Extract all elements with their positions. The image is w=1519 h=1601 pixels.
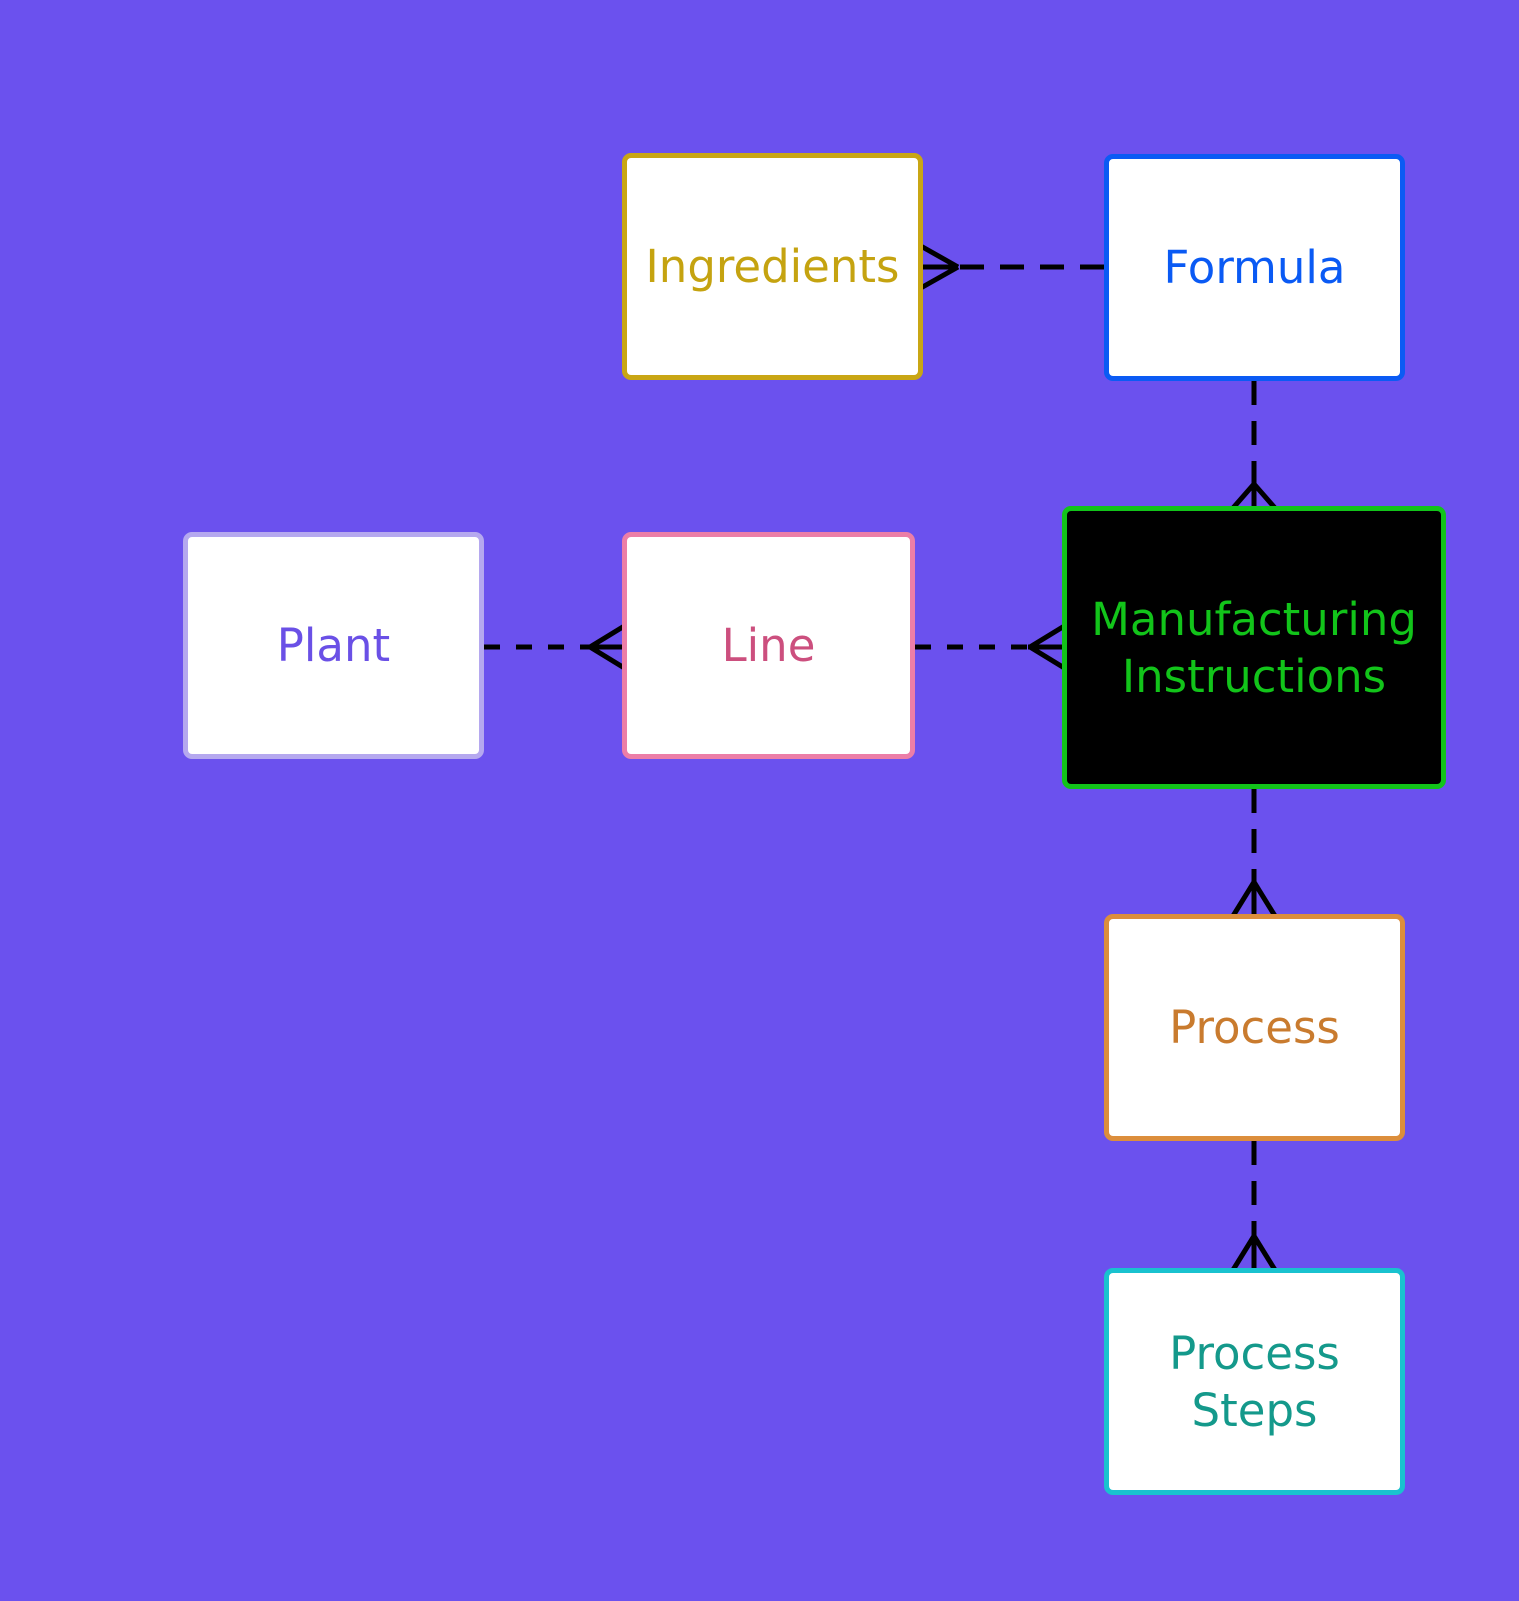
crows-foot-icon bbox=[1231, 471, 1277, 510]
connector-manufacturing-process bbox=[1230, 789, 1278, 918]
entity-label: Manufacturing Instructions bbox=[1085, 591, 1423, 705]
connector-process-process-steps bbox=[1230, 1141, 1278, 1272]
crows-foot-icon bbox=[1230, 1232, 1278, 1272]
crows-foot-icon bbox=[917, 242, 960, 292]
connector-manufacturing-line bbox=[915, 622, 1068, 672]
entity-plant[interactable]: Plant bbox=[183, 532, 484, 759]
connector-line-plant bbox=[484, 622, 628, 672]
entity-label: Formula bbox=[1163, 241, 1346, 294]
crows-foot-icon bbox=[1028, 622, 1068, 672]
entity-process[interactable]: Process bbox=[1104, 914, 1405, 1141]
crows-foot-icon bbox=[1230, 878, 1278, 918]
entity-label-line: Instructions bbox=[1121, 649, 1387, 703]
entity-label: Process Steps bbox=[1163, 1325, 1346, 1439]
connector-formula-manufacturing bbox=[1231, 381, 1277, 510]
entity-label: Process bbox=[1169, 1001, 1340, 1054]
entity-formula[interactable]: Formula bbox=[1104, 154, 1405, 381]
entity-label: Plant bbox=[276, 619, 391, 672]
entity-line[interactable]: Line bbox=[622, 532, 915, 759]
entity-label: Ingredients bbox=[645, 240, 900, 293]
entity-manufacturing-instructions[interactable]: Manufacturing Instructions bbox=[1062, 506, 1446, 789]
entity-label-line: Process bbox=[1169, 1326, 1340, 1380]
entity-ingredients[interactable]: Ingredients bbox=[622, 153, 923, 380]
connector-formula-ingredients bbox=[917, 242, 1104, 292]
entity-process-steps[interactable]: Process Steps bbox=[1104, 1268, 1405, 1495]
crows-foot-icon bbox=[586, 622, 628, 672]
entity-label-line: Steps bbox=[1191, 1383, 1318, 1437]
entity-label: Line bbox=[721, 619, 816, 672]
entity-label-line: Manufacturing bbox=[1091, 592, 1417, 646]
